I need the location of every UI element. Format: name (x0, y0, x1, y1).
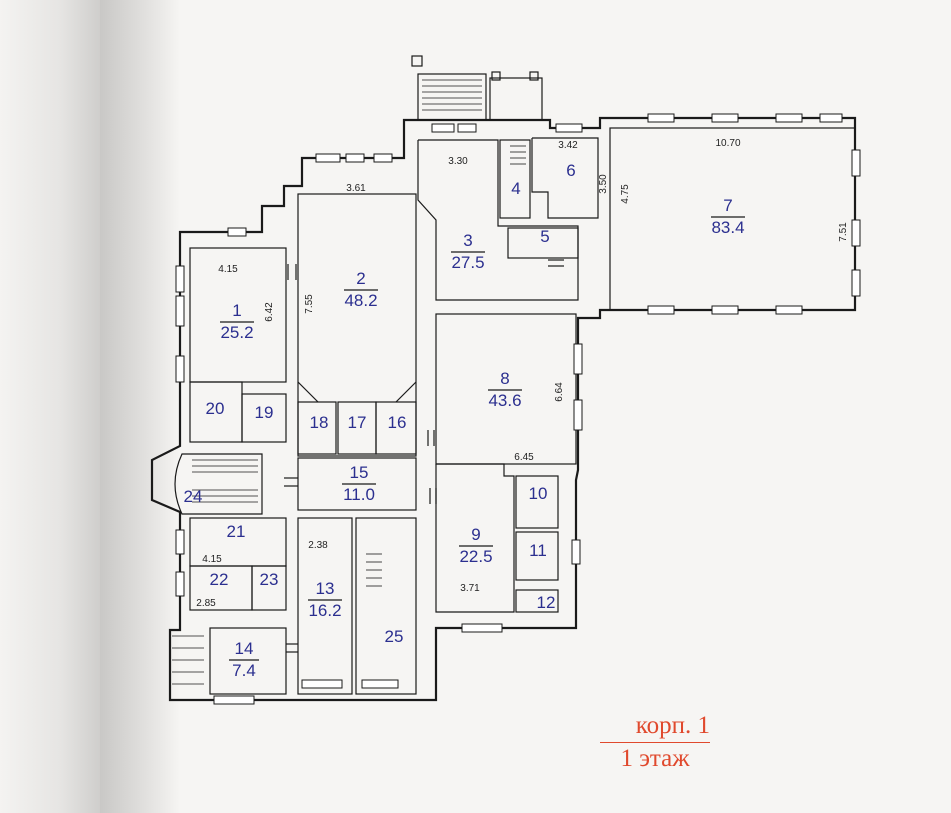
door-marks (284, 259, 564, 653)
room-18-number: 18 (310, 413, 329, 432)
room-17-number: 17 (348, 413, 367, 432)
room-7-number: 7 (723, 196, 732, 215)
room-6-number: 6 (566, 161, 575, 180)
room-3-area: 27.5 (451, 253, 484, 272)
dim-2-85: 2.85 (196, 598, 216, 609)
dim-3-50: 3.50 (598, 174, 609, 194)
windows (175, 113, 861, 705)
room-14-area: 7.4 (232, 661, 256, 680)
dim-7-51: 7.51 (838, 222, 849, 242)
room-25-number: 25 (385, 627, 404, 646)
dim-4-15-bottom: 4.15 (202, 554, 222, 565)
room-13-area: 16.2 (308, 601, 341, 620)
room-10-number: 10 (529, 484, 548, 503)
room-7-area: 83.4 (711, 218, 744, 237)
page-binding-shadow (100, 0, 180, 813)
walls (150, 116, 857, 702)
dim-6-45: 6.45 (514, 452, 534, 463)
floor-caption: корп. 1 1 этаж (600, 712, 710, 773)
floor-label: 1 этаж (620, 745, 690, 772)
dim-3-42: 3.42 (558, 140, 578, 151)
dim-7-55: 7.55 (304, 294, 315, 314)
dim-6-42: 6.42 (264, 302, 275, 322)
dim-4-15-top: 4.15 (218, 264, 238, 275)
page-binding-edge (0, 0, 100, 813)
room-2-area: 48.2 (344, 291, 377, 310)
room-13-number: 13 (316, 579, 335, 598)
room-24-number: 24 (184, 487, 203, 506)
room-5-number: 5 (540, 227, 549, 246)
dim-3-61: 3.61 (346, 183, 366, 194)
room-labels: 1 25.2 2 48.2 3 27.5 4 5 6 7 83.4 8 43.6… (184, 161, 745, 680)
room-8-area: 43.6 (488, 391, 521, 410)
interior-stairs (172, 145, 526, 685)
room-15-number: 15 (350, 463, 369, 482)
room-22-number: 22 (210, 570, 229, 589)
room-14-number: 14 (235, 639, 254, 658)
dim-2-38: 2.38 (308, 540, 328, 551)
room-12-number: 12 (537, 593, 556, 612)
room-21-number: 21 (227, 522, 246, 541)
room-23-number: 23 (260, 570, 279, 589)
dim-3-30: 3.30 (448, 156, 468, 167)
dim-6-64: 6.64 (554, 382, 565, 402)
entrance-stairs (411, 55, 543, 121)
room-11-number: 11 (529, 541, 547, 560)
room-2-number: 2 (356, 269, 365, 288)
room-8-number: 8 (500, 369, 509, 388)
dim-3-71: 3.71 (460, 583, 480, 594)
room-3-number: 3 (463, 231, 472, 250)
room-20-number: 20 (206, 399, 225, 418)
dimension-labels: 4.15 6.42 3.61 7.55 3.30 3.42 3.50 4.75 … (196, 138, 849, 609)
room-4-number: 4 (511, 179, 520, 198)
room-9-number: 9 (471, 525, 480, 544)
room-9-area: 22.5 (459, 547, 492, 566)
room-1-number: 1 (232, 301, 241, 320)
dim-4-75: 4.75 (620, 184, 631, 204)
room-19-number: 19 (255, 403, 274, 422)
building-label: корп. 1 (600, 712, 710, 743)
dim-10-70: 10.70 (715, 138, 740, 149)
room-16-number: 16 (388, 413, 407, 432)
room-15-area: 11.0 (343, 485, 375, 504)
room-1-area: 25.2 (220, 323, 253, 342)
